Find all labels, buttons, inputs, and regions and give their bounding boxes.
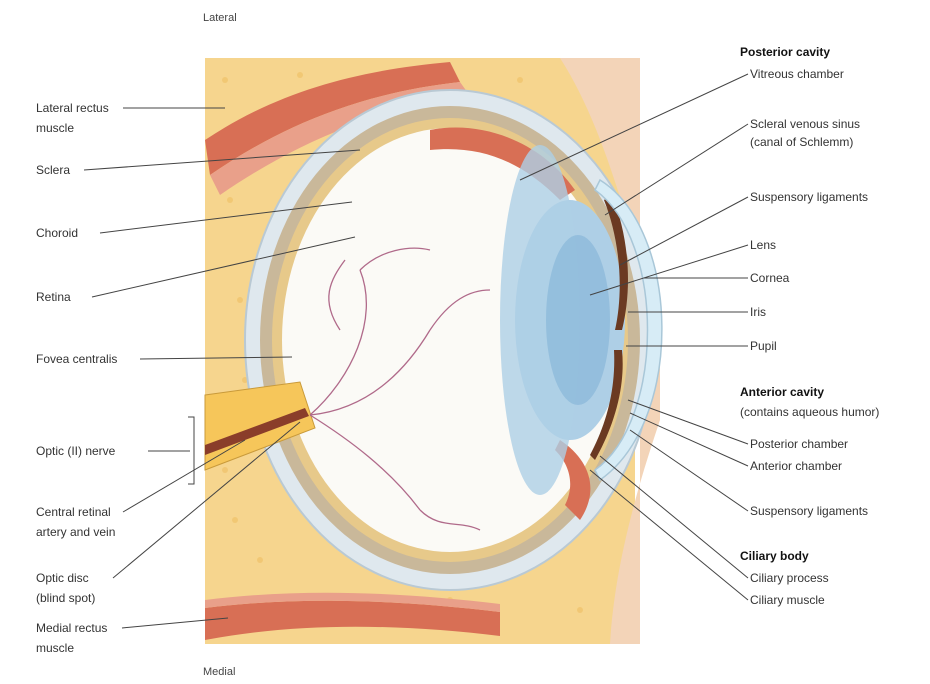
orientation-top-label: Lateral bbox=[203, 10, 237, 26]
label-central-retinal-vessel: Central retinal bbox=[36, 504, 111, 520]
label-retina: Retina bbox=[36, 289, 71, 305]
label-iris: Iris bbox=[750, 304, 766, 320]
label-suspensory-ligaments-lower: Suspensory ligaments bbox=[750, 503, 868, 519]
label-medial-rectus: Medial rectus bbox=[36, 620, 107, 636]
label-lens: Lens bbox=[750, 237, 776, 253]
label-central-retinal-vessel-line2: artery and vein bbox=[36, 524, 115, 540]
label-vitreous-chamber: Vitreous chamber bbox=[750, 66, 844, 82]
label-ciliary-body: Ciliary body bbox=[740, 548, 809, 564]
label-anterior-cavity: Anterior cavity bbox=[740, 384, 824, 400]
label-optic-disc-line2: (blind spot) bbox=[36, 590, 95, 606]
orientation-bottom-label: Medial bbox=[203, 664, 235, 680]
label-pupil: Pupil bbox=[750, 338, 777, 354]
label-optic-nerve: Optic (II) nerve bbox=[36, 443, 115, 459]
label-ciliary-process: Ciliary process bbox=[750, 570, 829, 586]
label-lateral-rectus: Lateral rectus bbox=[36, 100, 109, 116]
label-sclera: Sclera bbox=[36, 162, 70, 178]
label-posterior-chamber: Posterior chamber bbox=[750, 436, 848, 452]
label-cornea: Cornea bbox=[750, 270, 789, 286]
label-lateral-rectus-line2: muscle bbox=[36, 120, 74, 136]
label-aqueous-humor: (contains aqueous humor) bbox=[740, 404, 879, 420]
label-scleral-venous-sinus-line2: (canal of Schlemm) bbox=[750, 134, 853, 150]
label-scleral-venous-sinus: Scleral venous sinus bbox=[750, 116, 860, 132]
label-medial-rectus-line2: muscle bbox=[36, 640, 74, 656]
label-anterior-chamber: Anterior chamber bbox=[750, 458, 842, 474]
label-choroid: Choroid bbox=[36, 225, 78, 241]
label-posterior-cavity: Posterior cavity bbox=[740, 44, 830, 60]
label-suspensory-ligaments-upper: Suspensory ligaments bbox=[750, 189, 868, 205]
label-fovea-centralis: Fovea centralis bbox=[36, 351, 117, 367]
label-ciliary-muscle: Ciliary muscle bbox=[750, 592, 825, 608]
label-optic-disc: Optic disc bbox=[36, 570, 89, 586]
